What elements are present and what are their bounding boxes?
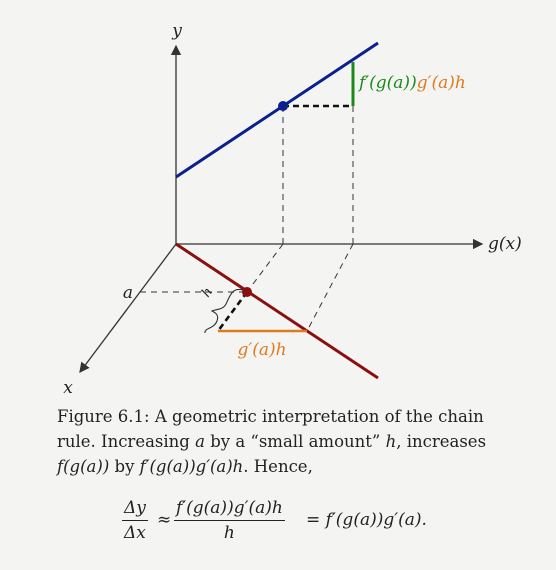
green-delta-label: f′(g(a))g′(a)h [357, 73, 466, 93]
caption-text-2: by a “small amount” [204, 432, 386, 451]
middle-denominator: h [223, 523, 235, 543]
a-label: a [123, 283, 133, 303]
guide-diagonal-1 [246, 243, 284, 293]
x-axis [79, 243, 177, 374]
caption-expr-fga: f(g(a)) [57, 457, 110, 476]
caption-text-1: A geometric interpretation of the chain … [57, 407, 484, 451]
green-label-part: f′(g(a)) [357, 73, 417, 93]
caption-var-h: h [385, 432, 397, 451]
figure-caption: Figure 6.1: A geometric interpretation o… [57, 404, 527, 479]
y-axis-label: y [171, 21, 182, 41]
h-label: h [199, 285, 216, 300]
approx-sign: ≈ [157, 510, 172, 530]
chain-rule-diagram: y g(x) x a h f′(g(a))g′(a)h g′(a)h [63, 21, 522, 398]
lhs-fraction: Δy Δx [122, 498, 148, 543]
h-segment [216, 291, 249, 332]
chain-rule-equation: Δy Δx ≈ f′(g(a))g′(a)h h = f′(g(a))g′(a)… [0, 492, 556, 552]
figure-number: Figure 6.1: [57, 407, 150, 426]
caption-text-5: . Hence, [243, 457, 313, 476]
caption-expr-product: f′(g(a))g′(a)h [139, 457, 244, 476]
middle-fraction: f′(g(a))g′(a)h h [174, 498, 285, 543]
caption-text-3: , increases [396, 432, 487, 451]
caption-text-4: by [109, 457, 140, 476]
gx-axis-label: g(x) [488, 234, 522, 254]
rhs-expression: = f′(g(a))g′(a). [306, 510, 427, 530]
h-brace [204, 288, 244, 334]
upper-line [175, 41, 379, 179]
x-axis-label: x [63, 378, 73, 398]
orange-segment-label: g′(a)h [237, 340, 286, 360]
upper-point [278, 101, 288, 111]
guide-diagonal-2 [306, 243, 354, 332]
caption-var-a: a [195, 432, 205, 451]
lhs-numerator: Δy [122, 498, 148, 521]
lower-line [175, 242, 379, 380]
lhs-denominator: Δx [124, 523, 146, 543]
middle-numerator: f′(g(a))g′(a)h [174, 498, 285, 521]
lower-point [242, 287, 252, 297]
orange-label-part: g′(a)h [417, 73, 466, 93]
